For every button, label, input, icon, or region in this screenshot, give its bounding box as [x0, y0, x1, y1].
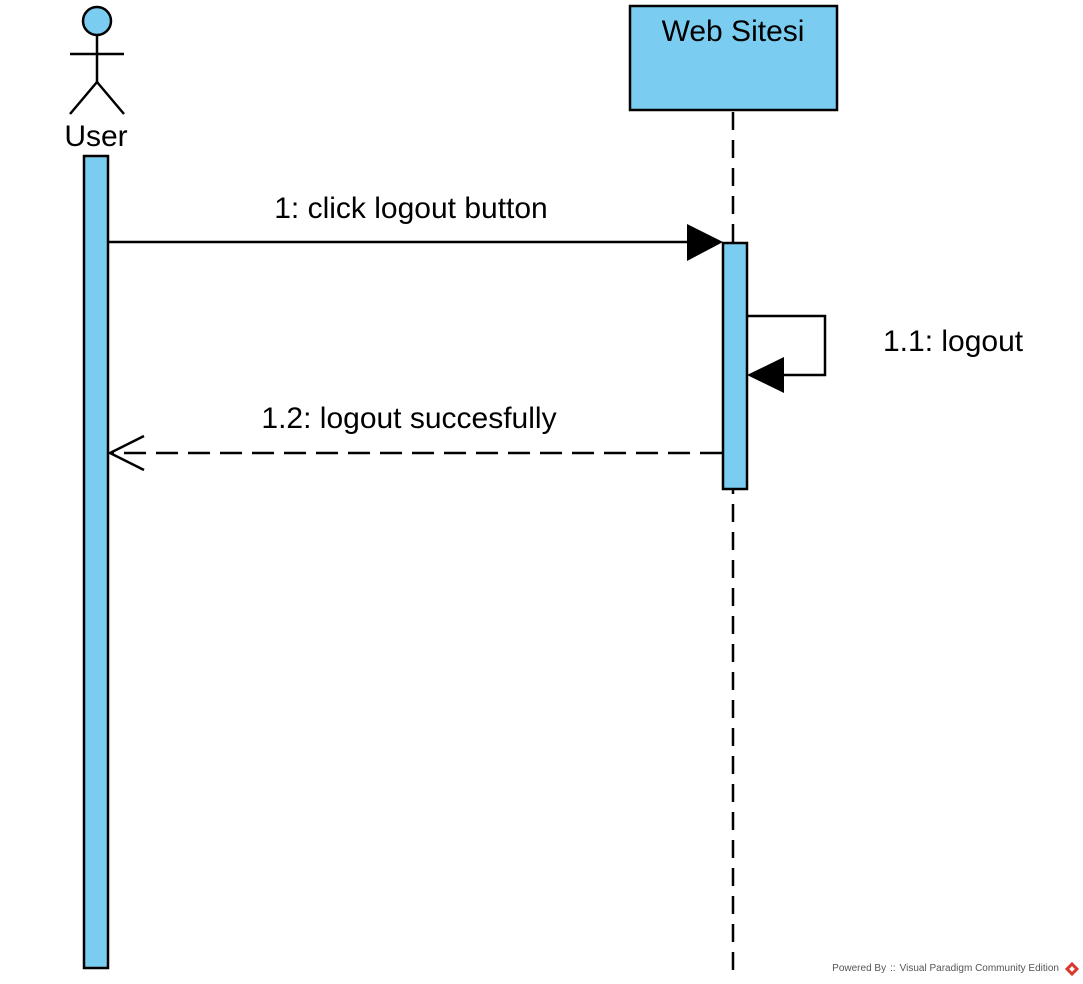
message-1-1-self-arrow[interactable] — [747, 314, 827, 393]
message-1-2-return-arrow[interactable] — [107, 434, 722, 472]
actor-label: User — [64, 120, 127, 153]
stick-figure-icon[interactable] — [69, 5, 125, 115]
message-1-arrow[interactable] — [108, 224, 723, 261]
visual-paradigm-logo-icon — [1064, 961, 1080, 976]
message-1-1-label: 1.1: logout — [883, 325, 1024, 358]
message-1-label: 1: click logout button — [274, 192, 548, 225]
watermark: Powered By::Visual Paradigm Community Ed… — [832, 961, 1080, 976]
lifeline-activation-bar[interactable] — [721, 241, 749, 491]
watermark-separator: :: — [890, 963, 896, 974]
lifeline-box[interactable] — [628, 4, 839, 112]
lifeline-label: Web Sitesi — [662, 15, 805, 48]
watermark-prefix: Powered By — [832, 963, 887, 974]
user-activation-bar[interactable] — [82, 154, 110, 970]
watermark-product: Visual Paradigm Community Edition — [899, 963, 1059, 974]
message-1-2-label: 1.2: logout succesfully — [261, 402, 556, 435]
